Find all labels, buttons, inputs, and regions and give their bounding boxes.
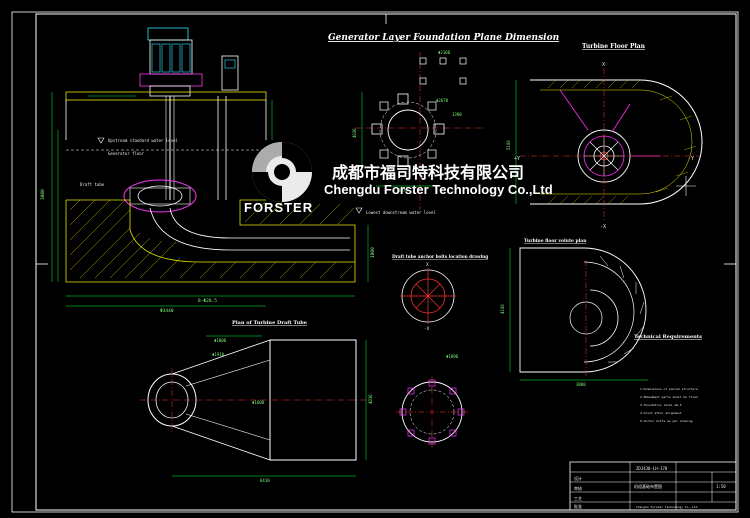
svg-text:Φ1890: Φ1890 [446, 354, 459, 359]
svg-text:3000: 3000 [40, 189, 46, 200]
svg-text:4.Grout after alignment: 4.Grout after alignment [640, 411, 682, 415]
svg-text:设计: 设计 [574, 475, 582, 481]
title-volute-plan: Turbine floor volute plan [524, 238, 587, 244]
svg-text:Φ1600: Φ1600 [252, 400, 265, 405]
draft-tube-anchor-bolts-view: Draft tube anchor bolts location drawing… [392, 254, 488, 332]
svg-text:3060: 3060 [576, 382, 586, 387]
svg-text:1390: 1390 [452, 112, 462, 117]
svg-text:机组基础布置图: 机组基础布置图 [634, 483, 662, 489]
company-name-cn: 成都市福司特科技有限公司 [332, 163, 524, 182]
svg-text:-Y: -Y [688, 156, 694, 162]
svg-text:5.Anchor bolts as per drawing: 5.Anchor bolts as per drawing [640, 419, 693, 423]
title-technical-requirements: Technical Requirements [634, 334, 702, 340]
svg-text:3.Foundation level ±0.5: 3.Foundation level ±0.5 [640, 403, 682, 407]
svg-text:Φ3440: Φ3440 [160, 308, 174, 314]
svg-text:X: X [602, 62, 605, 68]
svg-text:Φ1800: Φ1800 [214, 338, 227, 343]
forster-logo-icon [252, 142, 312, 202]
logo-text: FORSTER [244, 200, 313, 215]
svg-text:1.Dimensions of poured structu: 1.Dimensions of poured structure [640, 387, 698, 391]
svg-text:2670: 2670 [398, 188, 408, 193]
title-draft-tube-plan: Plan of Turbine Draft Tube [232, 320, 307, 326]
svg-text:+Y: +Y [514, 156, 520, 162]
anchor-bolt-plan: Φ2160 Φ2670 1390 2670 4036 [352, 50, 485, 210]
svg-text:-X: -X [600, 224, 606, 230]
svg-text:Chengdu Forster Technology Co.: Chengdu Forster Technology Co.,Ltd [636, 505, 698, 509]
svg-text:1000: 1000 [370, 247, 376, 258]
svg-text:Generator floor: Generator floor [108, 151, 145, 156]
svg-text:4100: 4100 [500, 304, 505, 314]
label-draft-tube: Draft tube [80, 182, 105, 187]
title-block: ZDJ430-LH-170 设计 审核 工艺 批准 1:50 机组基础布置图 C… [569, 461, 737, 511]
draft-tube-plan: Plan of Turbine Draft Tube Φ1800 Φ1910 Φ… [140, 320, 373, 483]
svg-text:Φ1910: Φ1910 [212, 352, 225, 357]
svg-text:Φ2670: Φ2670 [436, 98, 449, 103]
svg-text:5100: 5100 [506, 140, 511, 150]
svg-text:X: X [426, 262, 429, 268]
label-lowest-water-level: Lowest downstream water level [366, 210, 436, 215]
drawing-title: Generator Layer Foundation Plane Dimensi… [328, 33, 559, 43]
svg-text:8-Φ28.5: 8-Φ28.5 [198, 298, 217, 304]
company-watermark: FORSTER 成都市福司特科技有限公司 Chengdu Forster Tec… [244, 142, 553, 215]
company-name-en: Chengdu Forster Technology Co.,Ltd [324, 182, 553, 197]
svg-text:ZDJ430-LH-170: ZDJ430-LH-170 [636, 466, 668, 471]
volute-plan: Turbine floor volute plan 3060 4100 [500, 238, 648, 387]
svg-text:-X: -X [424, 326, 430, 332]
bolt-circle-plan: Φ1890 [396, 354, 470, 448]
technical-requirements: Technical Requirements 1.Dimensions of p… [634, 334, 702, 423]
svg-text:批准: 批准 [574, 503, 582, 509]
title-turbine-floor-plan: Turbine Floor Plan [582, 43, 646, 50]
title-draft-tube-anchor-bolts: Draft tube anchor bolts location drawing [392, 254, 488, 259]
svg-text:1:50: 1:50 [716, 484, 726, 489]
svg-text:4036: 4036 [352, 128, 357, 138]
svg-text:工艺: 工艺 [574, 496, 582, 501]
turbine-floor-plan: Turbine Floor Plan +Y -Y -X [506, 43, 703, 230]
svg-text:4036: 4036 [368, 394, 373, 404]
svg-text:2.Embedment parts shall be fix: 2.Embedment parts shall be fixed [640, 395, 698, 399]
svg-text:6410: 6410 [260, 478, 270, 483]
svg-text:审核: 审核 [574, 485, 582, 491]
sheet-border [11, 11, 739, 513]
svg-text:Φ2160: Φ2160 [438, 50, 451, 55]
generator-section-view: Upstream standard water level Generator … [40, 27, 436, 314]
svg-text:Upstream standard water level: Upstream standard water level [108, 138, 178, 143]
